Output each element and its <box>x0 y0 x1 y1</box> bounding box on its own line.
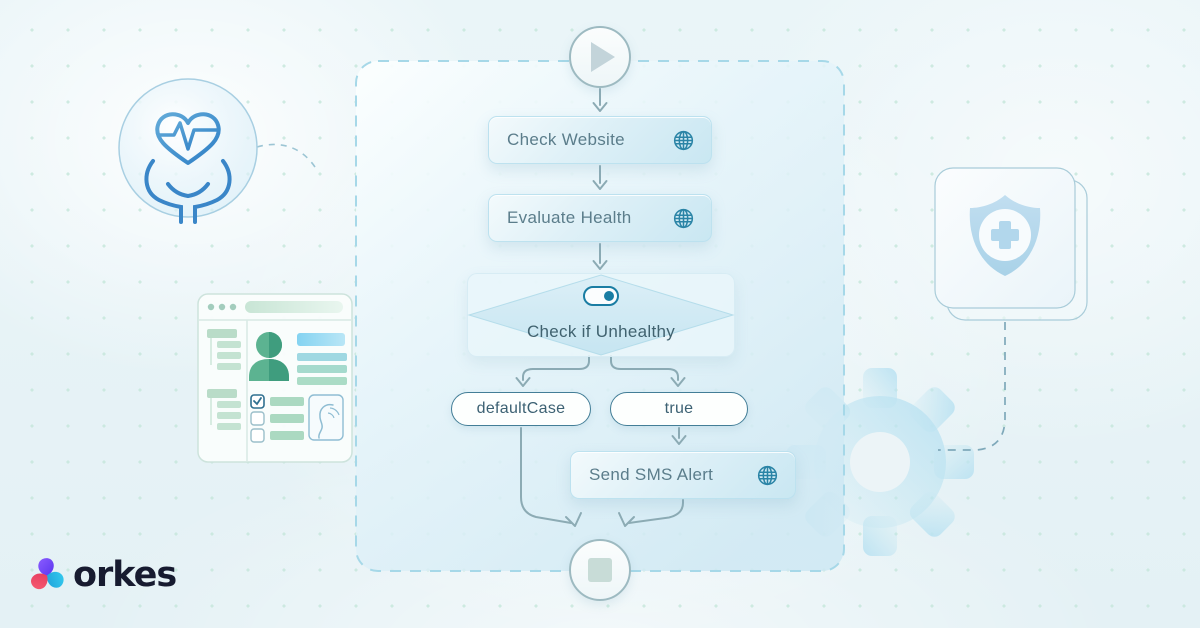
task-label: Evaluate Health <box>507 208 632 227</box>
task-label: Check Website <box>507 130 625 149</box>
globe-icon <box>757 465 778 485</box>
gear-icon <box>786 368 974 556</box>
brand-name: orkes <box>73 554 177 595</box>
orkes-logo-mark <box>31 558 64 590</box>
task-evaluate-health[interactable]: Evaluate Health <box>488 194 712 242</box>
branch-default-case[interactable]: defaultCase <box>451 392 591 426</box>
workflow-end-node[interactable] <box>569 539 631 601</box>
brand-logo: orkes <box>30 554 177 595</box>
decision-label: Check if Unhealthy <box>526 322 676 341</box>
stop-icon <box>588 558 612 582</box>
heart-in-hands-health-icon <box>118 78 258 224</box>
task-send-sms-alert[interactable]: Send SMS Alert <box>570 451 796 499</box>
branch-label: defaultCase <box>476 400 566 417</box>
task-check-website[interactable]: Check Website <box>488 116 712 164</box>
patient-dashboard-window <box>197 293 353 463</box>
globe-icon <box>673 208 694 228</box>
branch-label: true <box>664 400 694 417</box>
workflow-start-node[interactable] <box>569 26 631 88</box>
decision-check-if-unhealthy[interactable]: Check if Unhealthy <box>467 273 735 357</box>
branch-true[interactable]: true <box>610 392 748 426</box>
medical-shield-card <box>934 167 1088 321</box>
task-label: Send SMS Alert <box>589 465 714 484</box>
globe-icon <box>673 130 694 150</box>
toggle-on-icon <box>583 286 619 306</box>
face-scan-panel <box>308 394 344 441</box>
play-icon <box>591 42 615 72</box>
